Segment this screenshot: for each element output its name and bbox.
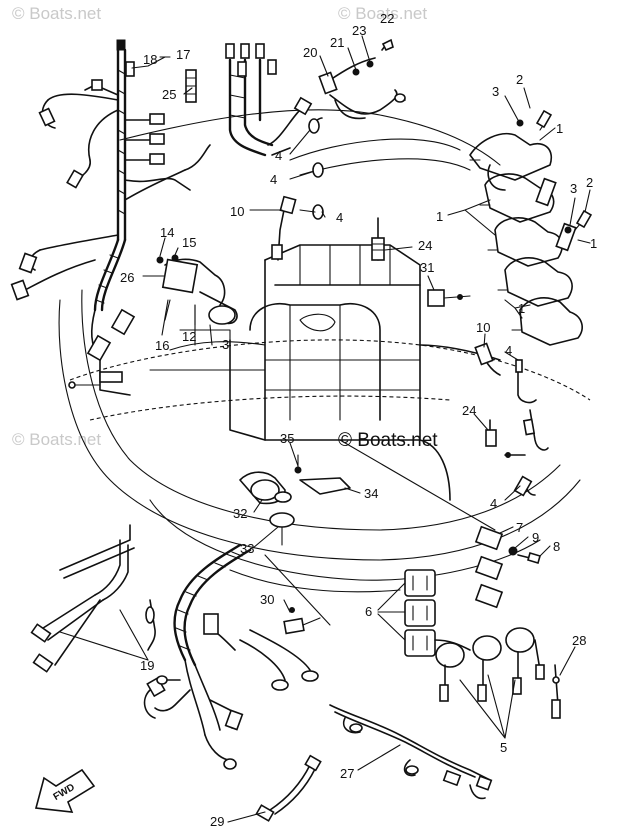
callout-24-lower: 24 bbox=[462, 403, 476, 418]
callout-3-top: 3 bbox=[492, 84, 499, 99]
engine-block bbox=[149, 244, 501, 501]
lower-right-modules bbox=[404, 525, 561, 719]
part-30 bbox=[283, 607, 321, 635]
callout-25: 25 bbox=[162, 87, 176, 102]
callout-21: 21 bbox=[330, 35, 344, 50]
callout-34: 34 bbox=[364, 486, 378, 501]
leader-lines bbox=[59, 35, 591, 823]
callout-10-top: 10 bbox=[230, 204, 244, 219]
callout-31: 31 bbox=[420, 260, 434, 275]
callout-27: 27 bbox=[340, 766, 354, 781]
callout-4-e: 4 bbox=[490, 496, 497, 511]
callout-20: 20 bbox=[303, 45, 317, 60]
callout-4-d: 4 bbox=[505, 343, 512, 358]
upper-center-harness bbox=[225, 43, 324, 220]
callout-1-lower: 1 bbox=[518, 301, 525, 316]
callout-35: 35 bbox=[280, 431, 294, 446]
left-connectors bbox=[68, 308, 136, 396]
rectifier-area bbox=[156, 254, 238, 346]
callout-28: 28 bbox=[572, 633, 586, 648]
callout-17: 17 bbox=[176, 47, 190, 62]
main-harness-top-left bbox=[38, 39, 197, 242]
callout-1-mid: 1 bbox=[436, 209, 443, 224]
callout-numbers: 17 18 25 22 23 21 20 2 3 1 4 4 4 10 3 2 … bbox=[120, 11, 597, 829]
callout-6: 6 bbox=[365, 604, 372, 619]
part-27-cable bbox=[329, 704, 493, 800]
callout-16: 16 bbox=[155, 338, 169, 353]
callout-3-right: 3 bbox=[570, 181, 577, 196]
callout-29: 29 bbox=[210, 814, 224, 829]
main-harness-left-down bbox=[10, 144, 211, 312]
callout-1-top: 1 bbox=[556, 121, 563, 136]
callout-15: 15 bbox=[182, 235, 196, 250]
callout-10-right: 10 bbox=[476, 320, 490, 335]
callout-1-right: 1 bbox=[590, 236, 597, 251]
callout-4-a: 4 bbox=[275, 148, 282, 163]
watermark-top-left: © Boats.net bbox=[12, 4, 101, 23]
callout-26: 26 bbox=[120, 270, 134, 285]
callout-9: 9 bbox=[532, 530, 539, 545]
callout-24-top: 24 bbox=[418, 238, 432, 253]
callout-14: 14 bbox=[160, 225, 174, 240]
ignition-coils bbox=[469, 109, 593, 346]
lower-left-harness bbox=[30, 524, 156, 673]
callout-23: 23 bbox=[352, 23, 366, 38]
lower-center-parts bbox=[239, 454, 351, 546]
callout-5: 5 bbox=[500, 740, 507, 755]
center-lower-harness bbox=[143, 543, 319, 770]
callout-18: 18 bbox=[143, 52, 157, 67]
callout-4-b: 4 bbox=[270, 172, 277, 187]
fwd-arrow-icon: FWD bbox=[34, 768, 96, 813]
callout-32: 32 bbox=[233, 506, 247, 521]
callout-22: 22 bbox=[380, 11, 394, 26]
watermark-top-right: © Boats.net bbox=[338, 4, 427, 23]
callout-2-right: 2 bbox=[586, 175, 593, 190]
callout-19: 19 bbox=[140, 658, 154, 673]
callout-7: 7 bbox=[516, 520, 523, 535]
callout-33: 33 bbox=[240, 541, 254, 556]
part-29-cable bbox=[255, 754, 322, 822]
coil-lead-cable bbox=[318, 38, 406, 120]
callout-8: 8 bbox=[553, 539, 560, 554]
callout-4-c: 4 bbox=[336, 210, 343, 225]
callout-3-center: 3 bbox=[222, 337, 229, 352]
callout-2-top: 2 bbox=[516, 72, 523, 87]
watermark-mid-left: © Boats.net bbox=[12, 430, 101, 449]
mid-right-components bbox=[271, 195, 549, 497]
callout-12: 12 bbox=[182, 329, 196, 344]
callout-30: 30 bbox=[260, 592, 274, 607]
